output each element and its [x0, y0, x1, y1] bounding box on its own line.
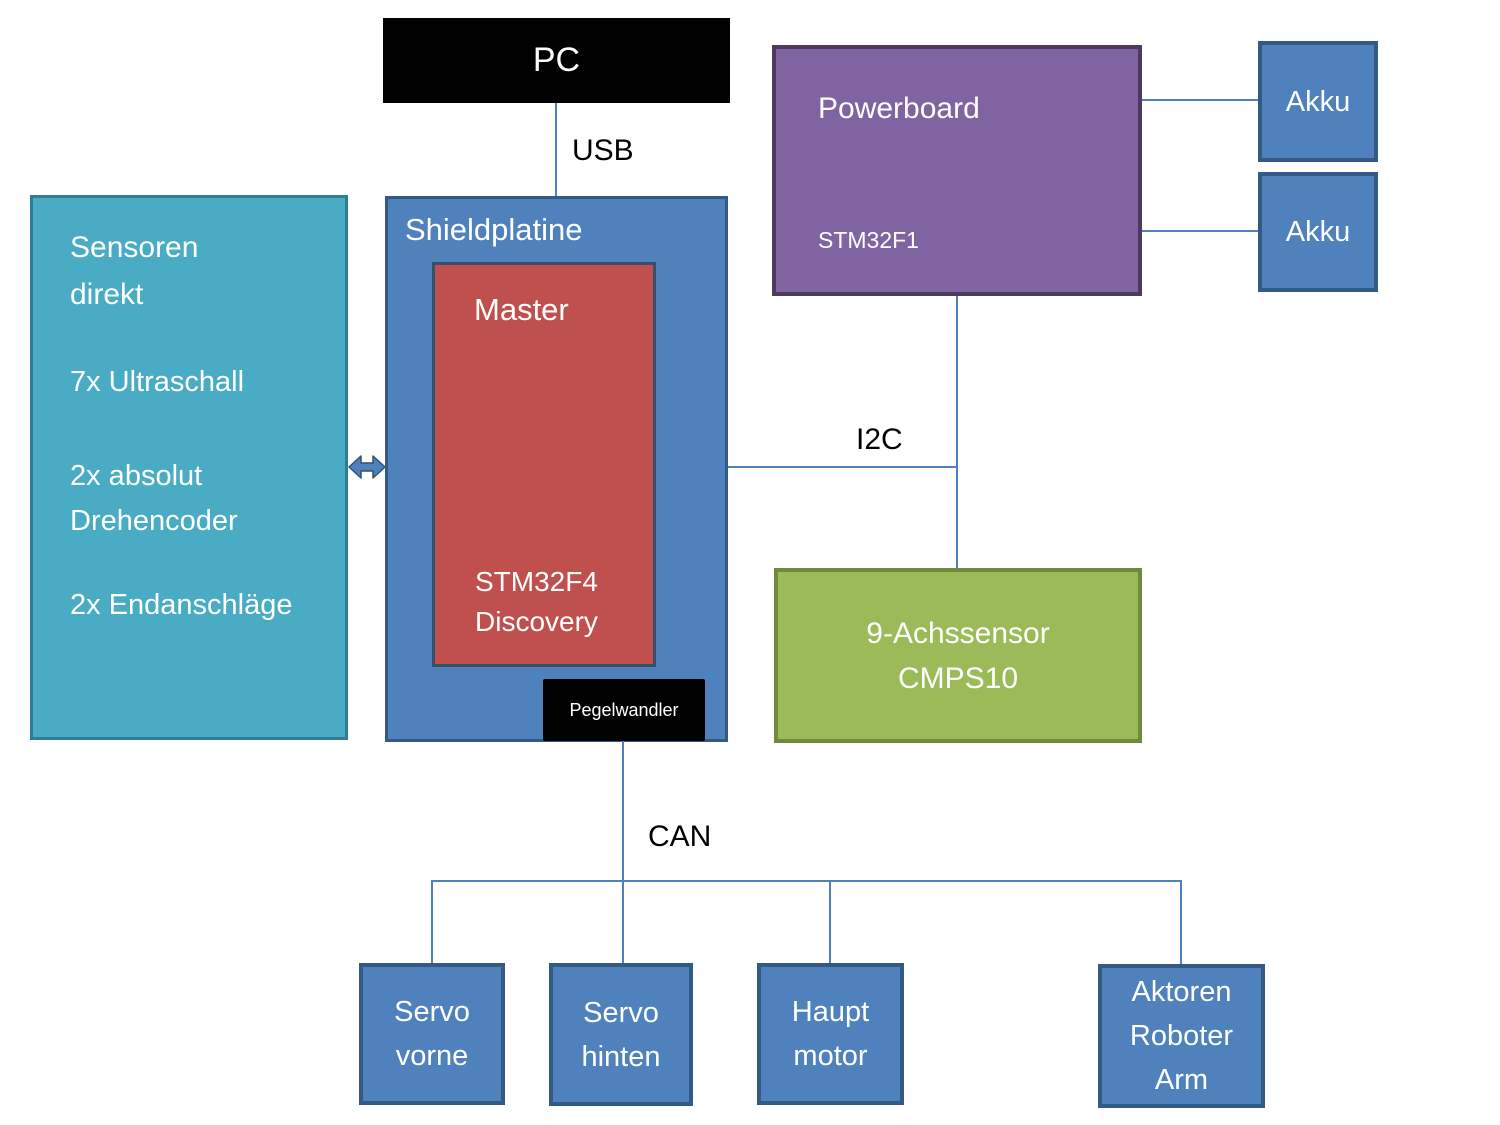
servo-hinten-label: Servo hinten: [581, 996, 661, 1073]
aktoren-drop-line: [1180, 880, 1182, 964]
pc-label: PC: [532, 41, 581, 79]
powerboard-down-line: [956, 296, 958, 568]
master-subtitle: STM32F4 Discovery: [475, 566, 598, 637]
double-arrow-icon: [348, 455, 386, 479]
akku1-label: Akku: [1285, 85, 1351, 118]
sensoren-item-endanschlaege: 2x Endanschläge: [70, 589, 293, 621]
aktoren-box: Aktoren Roboter Arm: [1098, 964, 1265, 1108]
pc-box: PC: [383, 18, 730, 103]
servo-vorne-drop-line: [431, 880, 433, 963]
master-box: Master STM32F4 Discovery: [432, 262, 656, 667]
akku2-connector-line: [1142, 230, 1258, 232]
sensoren-direkt-box: Sensoren direkt 7x Ultraschall 2x absolu…: [30, 195, 348, 740]
hauptmotor-label: Haupt motor: [791, 996, 870, 1072]
master-title: Master: [474, 292, 569, 327]
servo-hinten-box: Servo hinten: [549, 963, 693, 1106]
akku2-box: Akku: [1258, 172, 1378, 292]
usb-bus-label: USB: [572, 134, 634, 167]
powerboard-subtitle: STM32F1: [818, 227, 919, 253]
sensoren-item-ultraschall: 7x Ultraschall: [70, 366, 245, 398]
hauptmotor-drop-line: [829, 880, 831, 963]
servo-vorne-label: Servo vorne: [394, 996, 470, 1072]
servo-vorne-box: Servo vorne: [359, 963, 505, 1105]
achssensor-label: 9-Achssensor CMPS10: [866, 616, 1050, 695]
i2c-bus-label: I2C: [856, 423, 903, 456]
shieldplatine-title: Shieldplatine: [405, 212, 583, 247]
powerboard-box: Powerboard STM32F1: [772, 45, 1142, 296]
sensoren-item-drehencoder: 2x absolut Drehencoder: [70, 460, 238, 537]
powerboard-title: Powerboard: [818, 92, 980, 125]
achssensor-box: 9-Achssensor CMPS10: [774, 568, 1142, 743]
akku1-connector-line: [1142, 99, 1258, 101]
can-bus-label: CAN: [648, 820, 712, 853]
pegelwandler-box: Pegelwandler: [543, 679, 705, 741]
akku2-label: Akku: [1285, 216, 1351, 248]
aktoren-label: Aktoren Roboter Arm: [1129, 976, 1234, 1096]
usb-connector-line: [555, 103, 557, 196]
pegelwandler-label: Pegelwandler: [569, 699, 679, 720]
akku1-box: Akku: [1258, 41, 1378, 162]
can-vertical-line: [622, 741, 624, 963]
i2c-connector-line: [728, 466, 958, 468]
hauptmotor-box: Haupt motor: [757, 963, 904, 1105]
can-bus-line: [431, 880, 1182, 882]
sensoren-title: Sensoren direkt: [70, 231, 199, 311]
